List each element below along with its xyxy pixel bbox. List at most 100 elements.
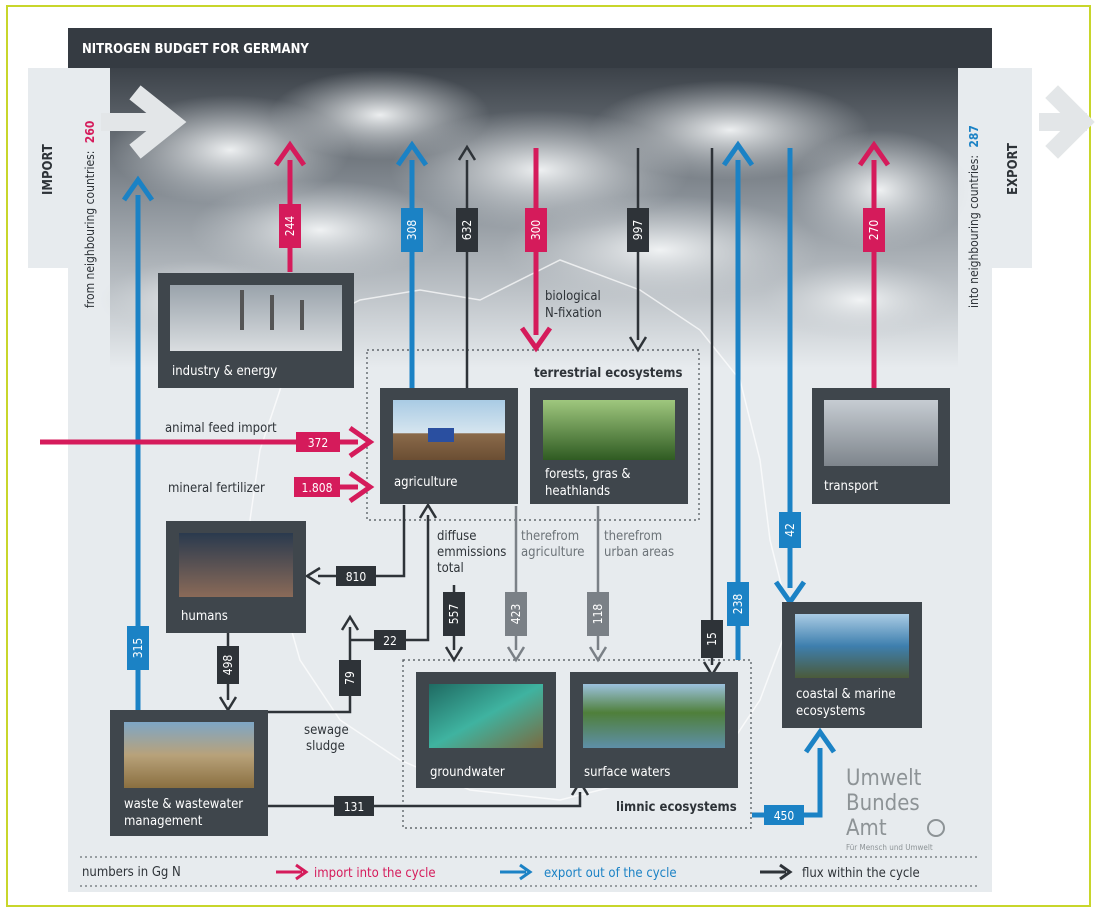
box-agriculture: agriculture: [380, 388, 518, 504]
value-diffuse-total: 557: [447, 604, 461, 625]
legend-flux-arrow-icon: [760, 863, 793, 881]
value-therefrom-agri: 423: [509, 604, 523, 625]
badge-sewage-22: 22: [374, 630, 406, 650]
export-text: into neighbouring countries: 287: [967, 125, 981, 308]
box-forests: forests, gras & heathlands: [530, 388, 688, 504]
badge-limnic-to-coastal: 450: [764, 805, 804, 825]
waste-photo: [124, 722, 254, 788]
value-sewage-79: 79: [343, 671, 357, 685]
export-text-label: into neighbouring countries:: [967, 155, 981, 308]
industry-photo: [170, 285, 342, 351]
uba-logo: Umwelt Bundes Amt Für Mensch und Umwelt: [846, 766, 945, 852]
label-mineral: mineral fertilizer: [168, 481, 265, 496]
legend-import-arrow-icon: [276, 863, 309, 881]
badge-limnic-export: 238: [727, 582, 749, 626]
humans-label: humans: [181, 609, 228, 624]
value-deposition: 997: [631, 220, 645, 241]
badge-agri-emission-blue: 308: [401, 208, 423, 252]
arrow-agri-emission-dark: [457, 144, 477, 388]
badge-to-humans: 810: [336, 566, 376, 586]
value-animal-feed: 372: [308, 436, 329, 450]
arrow-mineral-fertilizer: [340, 470, 375, 504]
box-coastal: coastal & marine ecosystems: [782, 602, 922, 728]
label-sewage-2: sludge: [306, 739, 345, 754]
legend-units: numbers in Gg N: [82, 865, 181, 880]
value-agri-emission-blue: 308: [405, 220, 419, 241]
badge-waste-export: 315: [127, 626, 149, 670]
surface-label: surface waters: [584, 765, 670, 780]
limnic-ecosystems-group: [402, 659, 752, 829]
value-humans-to-waste: 498: [221, 655, 235, 676]
transport-photo: [824, 400, 938, 466]
badge-sewage-79: 79: [339, 660, 361, 696]
value-waste-to-surface: 131: [344, 800, 365, 814]
label-therefrom-urban-2: urban areas: [604, 545, 674, 560]
import-value: 260: [83, 121, 97, 144]
arrow-limnic-export: [721, 140, 755, 660]
arrow-sewage-79: [266, 614, 360, 714]
logo-line-1: Umwelt: [846, 766, 922, 791]
groundwater-photo: [429, 684, 543, 748]
badge-coastal-input: 42: [779, 512, 801, 548]
value-industry-emission: 244: [283, 216, 297, 237]
label-therefrom-urban-1: therefrom: [604, 529, 662, 544]
forests-photo: [543, 400, 675, 460]
value-transport-emission: 270: [867, 220, 881, 241]
badge-industry-emission: 244: [279, 204, 301, 248]
label-biological-2: N-fixation: [545, 306, 602, 321]
value-mineral-fertilizer: 1.808: [302, 481, 333, 495]
value-sewage-22: 22: [383, 634, 397, 648]
label-therefrom-agri-2: agriculture: [521, 545, 584, 560]
arrow-limnic-to-coastal: [752, 727, 837, 818]
badge-humans-to-waste: 498: [217, 646, 239, 684]
title-bar: [68, 28, 992, 68]
label-sewage-1: sewage: [304, 723, 349, 738]
arrow-waste-export: [121, 175, 155, 710]
forests-label-2: heathlands: [545, 484, 610, 499]
box-transport: transport: [812, 388, 950, 504]
box-industry-energy: industry & energy: [158, 273, 354, 388]
export-label: EXPORT: [1006, 143, 1021, 195]
label-animal-feed: animal feed import: [165, 421, 277, 436]
import-arrow: [101, 85, 187, 159]
badge-deposition: 997: [627, 208, 649, 252]
value-coastal-input: 42: [783, 523, 797, 537]
waste-label-1: waste & wastewater: [124, 797, 243, 812]
value-waste-export: 315: [131, 638, 145, 659]
legend-flux: flux within the cycle: [802, 866, 920, 881]
value-therefrom-urban: 118: [591, 604, 605, 625]
export-value: 287: [967, 125, 981, 148]
label-limnic: limnic ecosystems: [616, 800, 737, 815]
coastal-photo: [795, 614, 909, 678]
forests-label-1: forests, gras &: [545, 467, 631, 482]
logo-tagline: Für Mensch und Umwelt: [846, 843, 933, 852]
value-limnic-export: 238: [731, 594, 745, 615]
export-side-panel: [992, 68, 1032, 268]
waste-label-2: management: [124, 814, 203, 829]
import-side-panel: [28, 68, 68, 268]
agriculture-label: agriculture: [394, 475, 457, 490]
label-biological-1: biological: [545, 289, 601, 304]
badge-diffuse-total: 557: [443, 592, 465, 636]
export-arrow: [1039, 85, 1095, 159]
value-bio-fixation: 300: [529, 220, 543, 241]
coastal-label-1: coastal & marine: [796, 687, 896, 702]
terrestrial-ecosystems-group: [366, 349, 700, 521]
transport-label: transport: [824, 479, 878, 494]
industry-label: industry & energy: [172, 364, 277, 379]
legend-export: export out of the cycle: [544, 866, 677, 881]
badge-bio-fixation: 300: [525, 208, 547, 252]
box-waste: waste & wastewater management: [110, 710, 268, 836]
box-humans: humans: [166, 521, 306, 633]
label-diffuse-3: total: [437, 561, 464, 576]
badge-transport-emission: 270: [863, 208, 885, 252]
value-limnic-to-coastal: 450: [774, 809, 795, 823]
arrow-agri-emission-blue: [395, 140, 429, 388]
logo-line-3: Amt: [846, 816, 887, 841]
import-text: from neighbouring countries: 260: [83, 121, 97, 308]
logo-emblem-icon: [927, 819, 945, 837]
label-diffuse-2: emmissions: [437, 545, 506, 560]
import-text-label: from neighbouring countries:: [83, 151, 97, 308]
label-diffuse-1: diffuse: [437, 529, 476, 544]
